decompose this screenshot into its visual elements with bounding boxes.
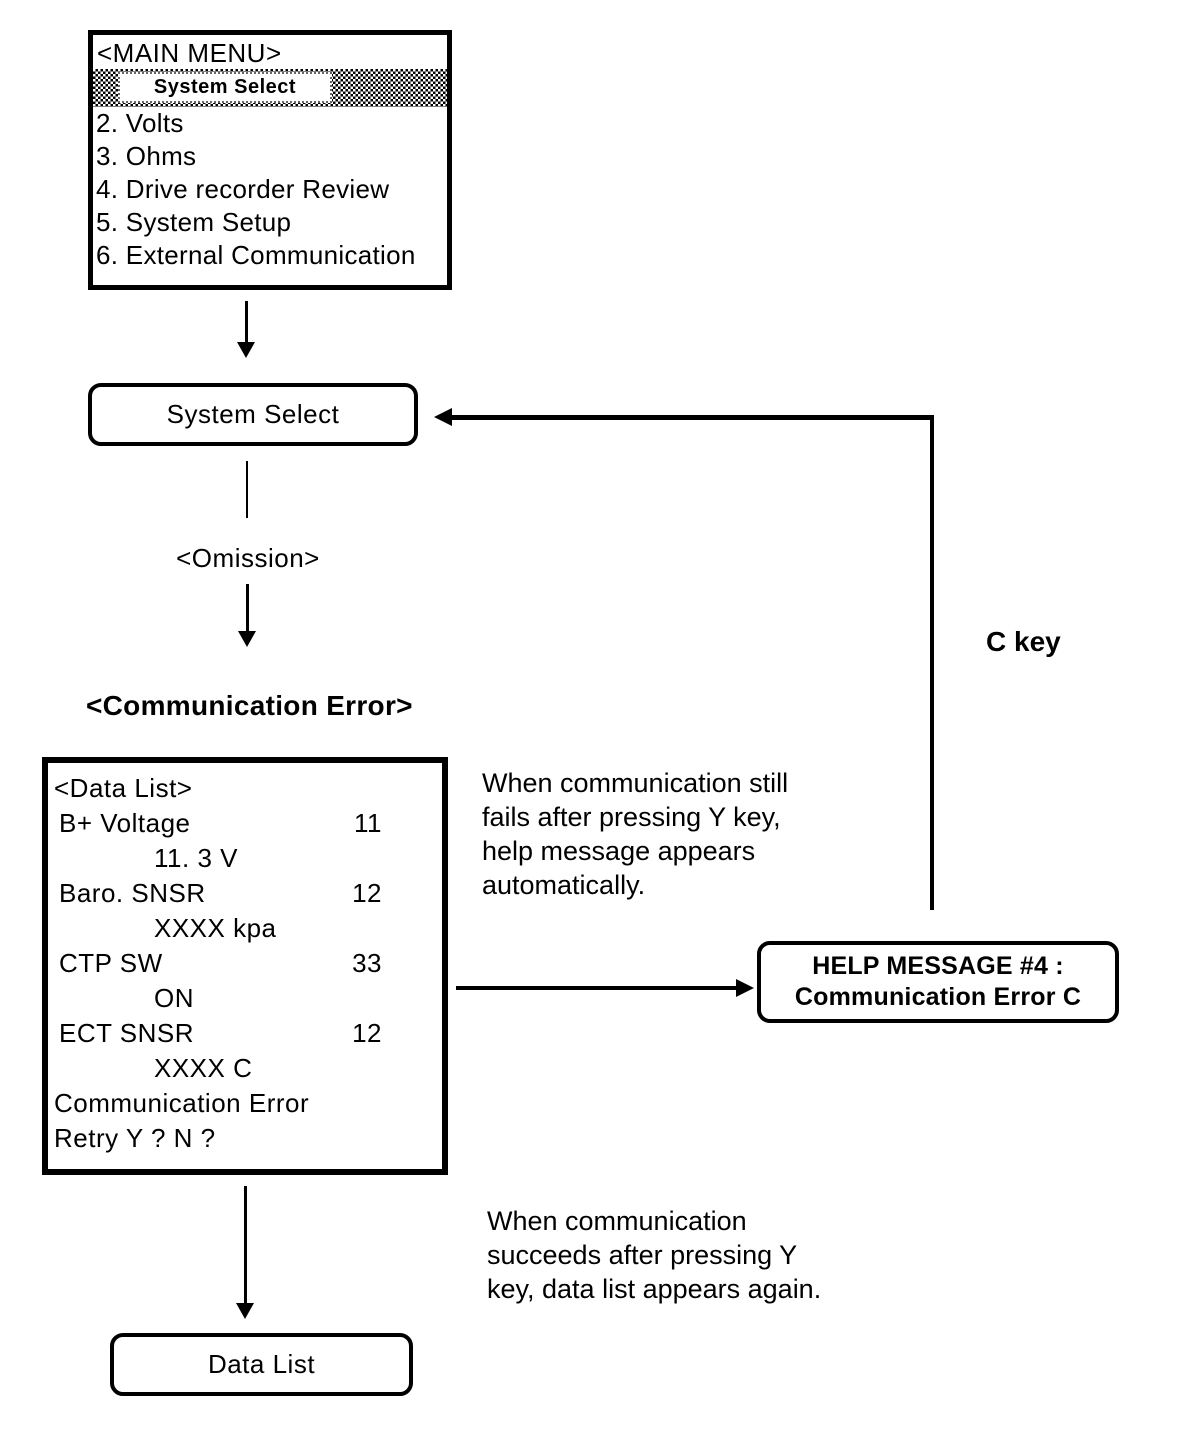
fail-annotation-line: help message appears — [482, 836, 756, 866]
c-key-label: C key — [986, 626, 1061, 657]
fail-annotation-line: fails after pressing Y key, — [482, 802, 781, 832]
success-annotation-line: key, data list appears again. — [487, 1274, 822, 1304]
data-list-result-box: Data List — [110, 1333, 413, 1396]
arrow-datalist-down-head — [236, 1303, 254, 1319]
data-list-row-label: Baro. SNSR — [59, 878, 206, 908]
c-key-return-horizontal-line — [452, 415, 934, 420]
arrow-datalist-to-help-line — [456, 986, 738, 990]
fail-annotation-line: automatically. — [482, 870, 646, 900]
data-list-screen: <Data List> B+ Voltage 11 11. 3 V Baro. … — [42, 757, 448, 1175]
data-list-row-b-voltage: B+ Voltage 11 — [54, 806, 442, 841]
data-list-row-code: 33 — [352, 948, 382, 978]
data-list-error-message: Communication Error — [54, 1088, 310, 1118]
help-message-line1: HELP MESSAGE #4 : — [812, 952, 1064, 980]
data-list-row-label: B+ Voltage — [59, 808, 191, 838]
data-list-row-value: XXXX kpa — [154, 913, 277, 943]
fail-annotation-line: When communication still — [482, 768, 789, 798]
data-list-row-ect-snsr: ECT SNSR 12 — [54, 1016, 442, 1051]
arrow-datalist-down-line — [244, 1186, 247, 1306]
data-list-row-baro-snsr: Baro. SNSR 12 — [54, 876, 442, 911]
main-menu-selected-label: System Select — [118, 72, 332, 103]
data-list-row-value: XXXX C — [154, 1053, 253, 1083]
main-menu-screen: <MAIN MENU> System Select 2. Volts 3. Oh… — [88, 30, 452, 290]
data-list-result-label: Data List — [207, 1349, 316, 1379]
communication-error-heading: <Communication Error> — [86, 690, 413, 721]
data-list-row-code: 12 — [352, 1018, 382, 1048]
success-annotation-line: When communication — [487, 1206, 747, 1236]
data-list-row-label: CTP SW — [59, 948, 163, 978]
help-message-line2: Communication Error C — [794, 983, 1082, 1011]
arrow-menu-to-system-select-head — [237, 342, 255, 358]
fail-annotation: When communication still fails after pre… — [482, 766, 788, 902]
data-list-retry-prompt: Retry Y ? N ? — [54, 1123, 216, 1153]
c-key-return-vertical-line — [930, 415, 934, 910]
c-key-return-arrow-head — [434, 408, 452, 426]
system-select-label: System Select — [166, 399, 340, 429]
system-select-box: System Select — [88, 383, 418, 446]
main-menu-item-drive-recorder: 4. Drive recorder Review — [96, 174, 390, 204]
data-list-row-label: ECT SNSR — [59, 1018, 194, 1048]
success-annotation-line: succeeds after pressing Y — [487, 1240, 798, 1270]
arrow-datalist-to-help-head — [736, 979, 754, 997]
line-system-select-to-omission — [246, 461, 248, 518]
success-annotation: When communication succeeds after pressi… — [487, 1204, 821, 1306]
data-list-row-code: 11 — [354, 808, 382, 838]
data-list-row-value: 11. 3 V — [154, 843, 238, 873]
help-message-box: HELP MESSAGE #4 : Communication Error C — [757, 941, 1119, 1023]
main-menu-title: <MAIN MENU> — [97, 38, 282, 68]
main-menu-item-volts: 2. Volts — [96, 108, 184, 138]
data-list-row-code: 12 — [352, 878, 382, 908]
data-list-row-value: ON — [154, 983, 194, 1013]
main-menu-item-external-comm: 6. External Communication — [96, 240, 416, 270]
arrow-omission-down-head — [238, 631, 256, 647]
data-list-title: <Data List> — [54, 773, 193, 803]
arrow-menu-to-system-select-line — [245, 301, 248, 345]
main-menu-selected-row: System Select — [93, 69, 447, 107]
data-list-row-ctp-sw: CTP SW 33 — [54, 946, 442, 981]
main-menu-item-ohms: 3. Ohms — [96, 141, 197, 171]
main-menu-item-system-setup: 5. System Setup — [96, 207, 292, 237]
omission-label: <Omission> — [176, 543, 320, 573]
arrow-omission-down-line — [246, 584, 249, 634]
